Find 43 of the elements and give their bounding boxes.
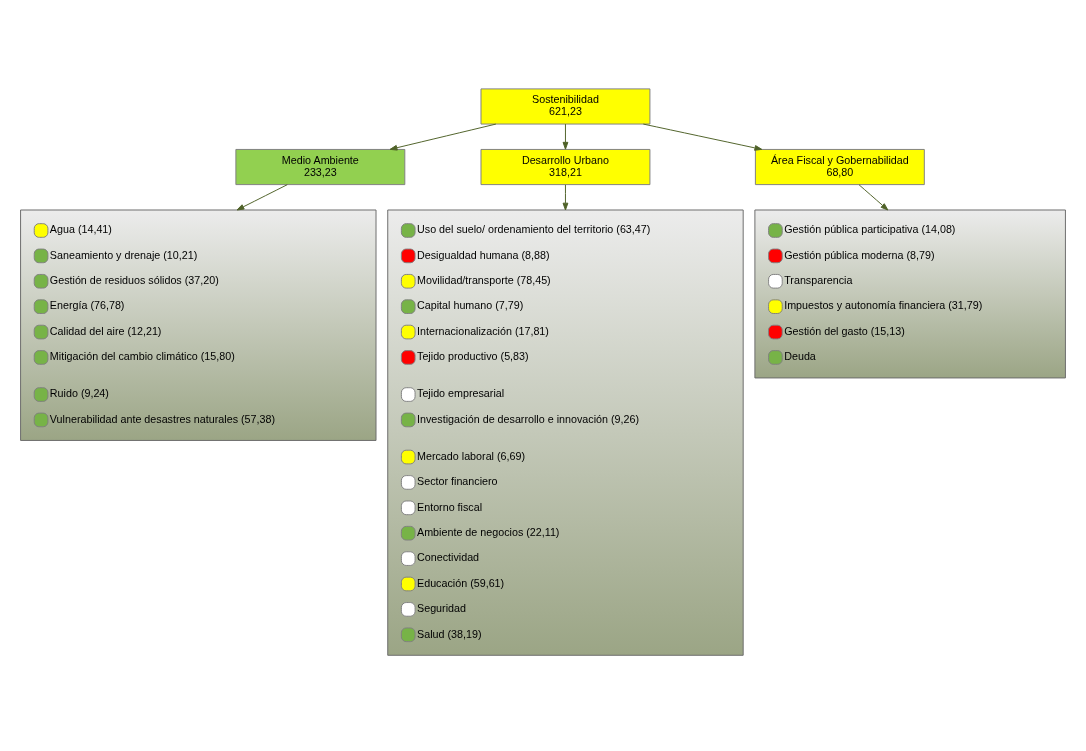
node-label: Transparencia xyxy=(784,273,853,286)
arrow xyxy=(858,183,889,210)
node-label: Gestión pública moderna (8,79) xyxy=(784,248,935,261)
node-label: Agua (14,41) xyxy=(49,222,112,235)
node-label: Investigación de desarrollo e innovación (9,26) xyxy=(417,412,640,425)
node-label: Mercado laboral (6,69) xyxy=(417,449,526,462)
node-label: Gestión de residuos sólidos (37,20) xyxy=(49,273,219,286)
node-label: Ruido (9,24) xyxy=(49,386,109,399)
node-box: Medio Ambiente 233,23 xyxy=(235,148,406,185)
node-label: Entorno fiscal xyxy=(417,500,483,513)
node-box: Sostenibilidad 621,23 xyxy=(480,87,651,125)
arrow xyxy=(562,183,569,210)
node-box: Desarrollo Urbano 318,21 xyxy=(480,148,651,185)
cluster xyxy=(754,209,1066,378)
arrow xyxy=(562,123,569,150)
node-label: Vulnerabilidad ante desastres naturales (57,38) xyxy=(49,412,276,425)
node-box: Área Fiscal y Gobernabilidad 68,80 xyxy=(754,148,925,185)
node-label: Ambiente de negocios (22,11) xyxy=(417,525,560,538)
node-label: Capital humano (7,79) xyxy=(417,298,524,311)
node-label: Saneamiento y drenaje (10,21) xyxy=(49,248,198,261)
node-label: Salud (38,19) xyxy=(417,627,482,640)
node-label: Gestión del gasto (15,13) xyxy=(784,324,905,337)
node-label: Tejido empresarial xyxy=(417,386,505,399)
arrow xyxy=(236,183,288,210)
node-label: Deuda xyxy=(784,349,816,362)
node-label: Movilidad/transporte (78,45) xyxy=(417,273,551,286)
cluster xyxy=(20,209,377,441)
node-label: Desigualdad humana (8,88) xyxy=(417,248,550,261)
node-label: Tejido productivo (5,83) xyxy=(417,349,529,362)
node-label: Calidad del aire (12,21) xyxy=(49,324,162,337)
node-label: Gestión pública participativa (14,08) xyxy=(784,222,956,235)
node-label: Conectividad xyxy=(417,550,480,563)
node-label: Energía (76,78) xyxy=(49,298,125,311)
cluster xyxy=(387,209,744,656)
node-label: Seguridad xyxy=(417,601,466,614)
node-label: Impuestos y autonomía financiera (31,79) xyxy=(784,298,983,311)
node-label: Sector financiero xyxy=(417,474,498,487)
arrow xyxy=(389,123,497,151)
node-label: Internacionalización (17,81) xyxy=(417,324,549,337)
arrow xyxy=(642,123,763,151)
node-label: Educación (59,61) xyxy=(417,576,505,589)
node-label: Uso del suelo/ ordenamiento del territorio (63,47) xyxy=(417,222,651,235)
node-label: Mitigación del cambio climático (15,80) xyxy=(49,349,235,362)
